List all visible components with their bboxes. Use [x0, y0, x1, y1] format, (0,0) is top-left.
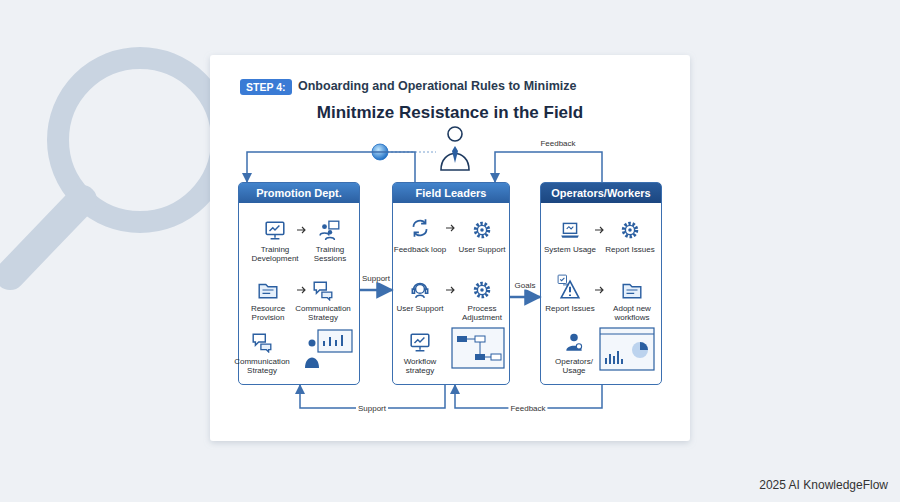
check-icon	[558, 275, 569, 286]
operator-icon	[566, 334, 581, 351]
pie	[632, 342, 648, 358]
panel-header: Operators/Workers	[541, 183, 661, 203]
flowchart-illustration	[452, 328, 504, 368]
leader-tie	[452, 146, 458, 163]
connector-label: Support	[360, 274, 392, 283]
item-label: System Usage	[541, 246, 599, 255]
flow-connector	[360, 289, 392, 292]
magnifier	[10, 58, 222, 275]
presenter-body	[305, 358, 319, 369]
connector-label: Support	[356, 404, 388, 413]
presenter-illustration	[305, 330, 352, 368]
workflow-folder-icon	[623, 285, 641, 298]
headset-icon	[412, 283, 427, 297]
item-label: User Support	[391, 305, 449, 314]
department-panel: Operators/Workers	[540, 182, 662, 385]
issue-gear-icon	[623, 223, 636, 236]
step-badge: STEP 4:	[240, 79, 292, 95]
flow-window	[452, 328, 504, 368]
item-label: Training Development	[246, 246, 304, 264]
connector-label: Feedback	[538, 139, 577, 148]
board	[318, 330, 352, 352]
leader-head	[448, 127, 462, 141]
step-arrow	[297, 227, 305, 233]
resource-icon	[259, 285, 277, 298]
flow-step	[475, 336, 485, 342]
step-arrow	[595, 287, 603, 293]
connector-label: Feedback	[508, 404, 547, 413]
item-label: Report Issues	[601, 246, 659, 255]
flow-step	[491, 354, 501, 360]
panel-header: Promotion Dept.	[239, 183, 359, 203]
dashboard-bar	[600, 334, 654, 335]
flow-connector	[495, 152, 602, 182]
process-gear-icon	[475, 283, 488, 296]
badge-text: STEP 4:	[246, 81, 286, 93]
department-panel: Promotion Dept.	[238, 182, 360, 385]
item-label: User Support	[453, 246, 511, 255]
step-arrow	[297, 287, 305, 293]
item-label: Feedback loop	[391, 246, 449, 255]
sessions-icon	[320, 221, 339, 240]
laptop-icon	[561, 223, 579, 237]
bar-chart	[606, 351, 622, 364]
step-arrow	[446, 287, 454, 293]
item-label: Adopt new workflows	[603, 305, 661, 323]
board-bars	[324, 335, 342, 346]
item-label: Communication Strategy	[294, 305, 352, 323]
support-gear-icon	[475, 223, 488, 236]
feedback-icon	[413, 219, 426, 237]
chat-icon	[253, 334, 271, 352]
item-label: Training Sessions	[301, 246, 359, 264]
card	[210, 55, 690, 441]
department-panel: Field Leaders	[392, 182, 510, 385]
pie-slice	[640, 342, 648, 350]
item-label: Communication Strategy	[233, 358, 291, 376]
step-arrow	[446, 225, 454, 231]
item-label: Report Issues	[541, 305, 599, 314]
title: Minitmize Resistance in the Field	[210, 103, 690, 123]
training-icon	[266, 222, 284, 239]
presenter-head	[309, 340, 316, 347]
leader-figure	[441, 127, 469, 170]
magnifier-handle	[10, 200, 82, 275]
flow-links	[467, 339, 491, 357]
dashboard-window	[600, 328, 654, 370]
item-label: Operators/ Usage	[545, 358, 603, 376]
workflow-icon	[411, 334, 429, 351]
panel-header: Field Leaders	[393, 183, 509, 203]
flow-step	[457, 336, 467, 342]
chat-icon	[314, 282, 332, 300]
step-arrow	[595, 227, 603, 233]
flow-connector	[247, 152, 415, 182]
item-label: Workflow strategy	[391, 358, 449, 376]
dashboard-illustration	[600, 328, 654, 370]
watermark: 2025 AI KnowledgeFlow	[759, 478, 888, 492]
subheading: Onboarding and Operational Rules to Mini…	[298, 79, 577, 93]
flow-connector	[510, 296, 540, 299]
flow-step	[475, 354, 485, 360]
item-label: Resource Provision	[239, 305, 297, 323]
item-label: Process Adjustment	[453, 305, 511, 323]
connector-label: Goals	[513, 281, 538, 290]
